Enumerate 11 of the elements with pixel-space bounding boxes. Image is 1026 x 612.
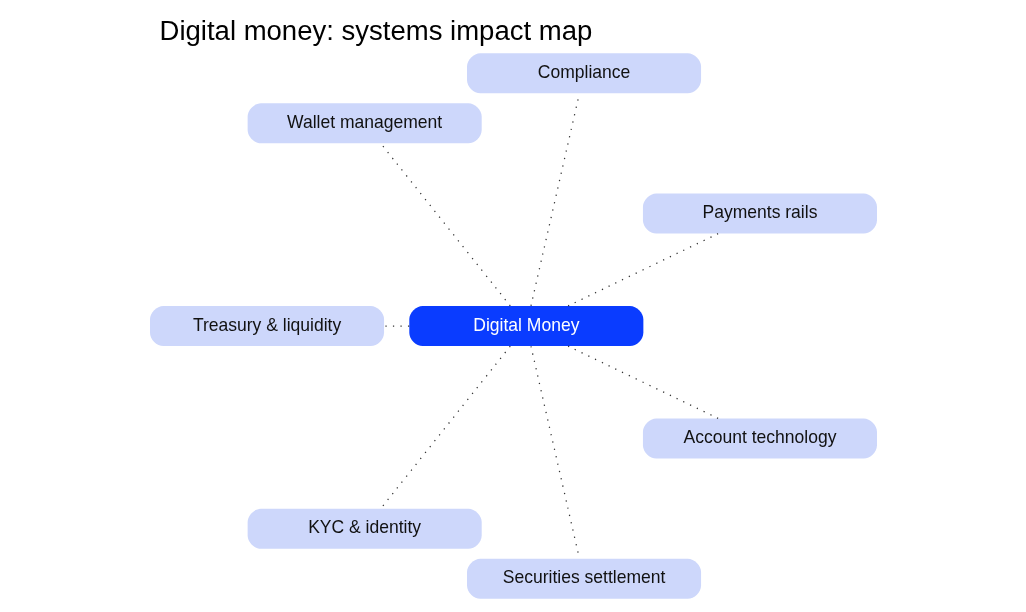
connector bbox=[379, 345, 511, 510]
node-box: Treasury & liquidity bbox=[149, 306, 384, 347]
node-box: Account technology bbox=[642, 418, 877, 459]
diagram-title: Digital money: systems impact map bbox=[159, 15, 592, 47]
node-box: Payments rails bbox=[642, 193, 877, 234]
node-box: KYC & identity bbox=[247, 508, 482, 549]
connector bbox=[379, 142, 511, 307]
node-box: Compliance bbox=[466, 53, 701, 94]
node-box: Securities settlement bbox=[466, 558, 701, 599]
node-box: Digital Money bbox=[408, 306, 643, 347]
node-box: Wallet management bbox=[247, 103, 482, 144]
